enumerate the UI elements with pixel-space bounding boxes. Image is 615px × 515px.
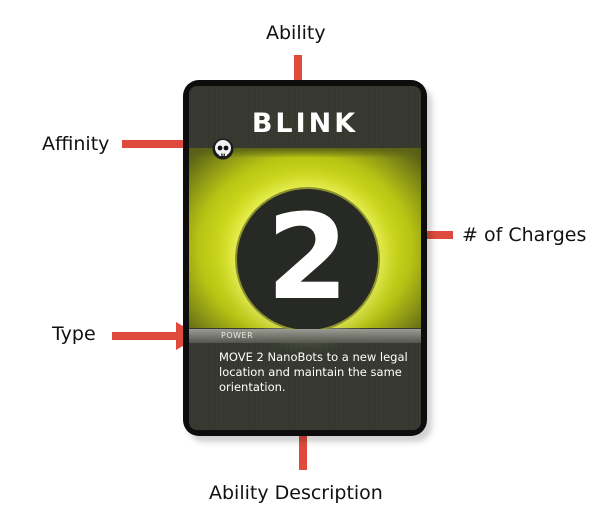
description-callout: Ability Description bbox=[209, 482, 383, 504]
affinity-callout: Affinity bbox=[42, 133, 110, 155]
ability-callout: Ability bbox=[266, 22, 326, 44]
charges-circle: 2 bbox=[237, 189, 378, 330]
charges-callout: # of Charges bbox=[462, 224, 587, 246]
card-face: BLINK 2 POWER MOVE 2 NanoBots to a new l… bbox=[189, 86, 421, 430]
type-bar bbox=[189, 329, 421, 343]
type-label: POWER bbox=[221, 331, 254, 340]
charges-value: 2 bbox=[266, 187, 349, 326]
type-callout: Type bbox=[52, 323, 96, 345]
skull-icon bbox=[212, 138, 234, 160]
ability-name: BLINK bbox=[251, 108, 359, 139]
ability-description: MOVE 2 NanoBots to a new legal location … bbox=[219, 350, 408, 394]
ability-card: BLINK 2 POWER MOVE 2 NanoBots to a new l… bbox=[183, 80, 427, 436]
